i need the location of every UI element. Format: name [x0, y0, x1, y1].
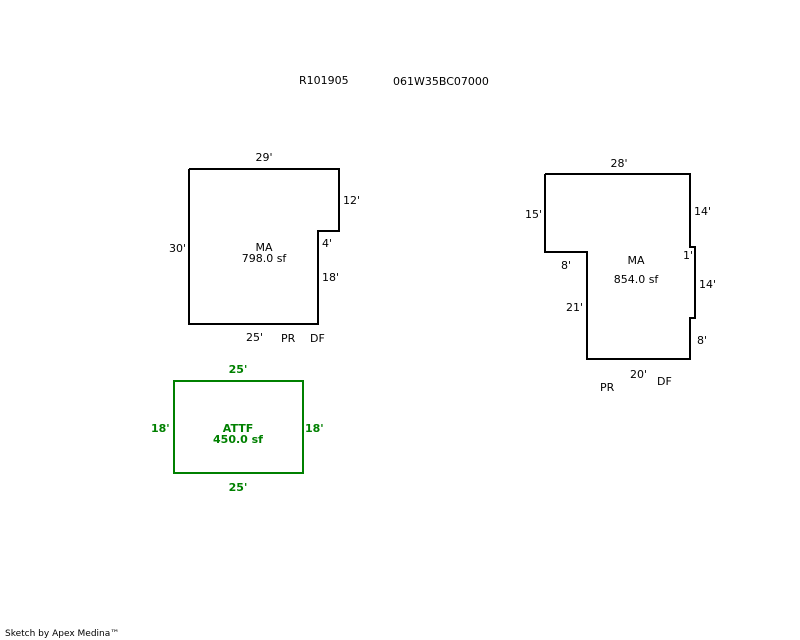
right-dim-jog: 1'	[683, 249, 693, 262]
right-dim-right-upper: 14'	[694, 205, 711, 218]
left-area-size: 798.0 sf	[242, 252, 288, 265]
attf-dim-right: 18'	[305, 422, 324, 435]
left-dim-right-upper: 12'	[343, 194, 360, 207]
attf-area-code: ATTF	[223, 422, 253, 435]
right-tag-pr: PR	[600, 381, 615, 394]
right-main-area: 28' 14' 1' 14' 8' 20' 21' 8' 15' MA 854.…	[525, 157, 716, 394]
right-area-code: MA	[627, 254, 644, 267]
account-id: R101905	[299, 74, 349, 87]
left-tag-df: DF	[310, 332, 325, 345]
sketch-credit: Sketch by Apex Medina™	[5, 629, 119, 639]
left-dim-right-lower: 18'	[322, 271, 339, 284]
left-dim-bottom: 25'	[246, 331, 263, 344]
right-dim-top: 28'	[610, 157, 627, 170]
attf-area: 25' 18' 25' 18' ATTF 450.0 sf	[151, 363, 324, 494]
attf-outline	[173, 380, 304, 474]
left-main-outline	[188, 168, 340, 325]
attf-dim-top: 25'	[229, 363, 248, 376]
right-main-outline	[544, 173, 696, 360]
attf-dim-bottom: 25'	[229, 481, 248, 494]
right-dim-right-lower: 8'	[697, 334, 707, 347]
right-dim-left-upper: 15'	[525, 208, 542, 221]
left-main-area: 29' 12' 4' 18' 25' 30' MA 798.0 sf PR DF	[169, 151, 360, 345]
right-tag-df: DF	[657, 375, 672, 388]
left-area-code: MA	[255, 241, 272, 254]
map-tax-lot: 061W35BC07000	[393, 75, 489, 88]
right-dim-step: 8'	[561, 259, 571, 272]
left-dim-left: 30'	[169, 242, 186, 255]
left-dim-top: 29'	[255, 151, 272, 164]
right-dim-bottom: 20'	[630, 368, 647, 381]
left-dim-notch: 4'	[322, 237, 332, 250]
left-tag-pr: PR	[281, 332, 296, 345]
attf-area-size: 450.0 sf	[213, 433, 263, 446]
right-dim-left-lower: 21'	[566, 301, 583, 314]
attf-dim-left: 18'	[151, 422, 170, 435]
right-dim-right-middle: 14'	[699, 278, 716, 291]
right-area-size: 854.0 sf	[614, 273, 660, 286]
